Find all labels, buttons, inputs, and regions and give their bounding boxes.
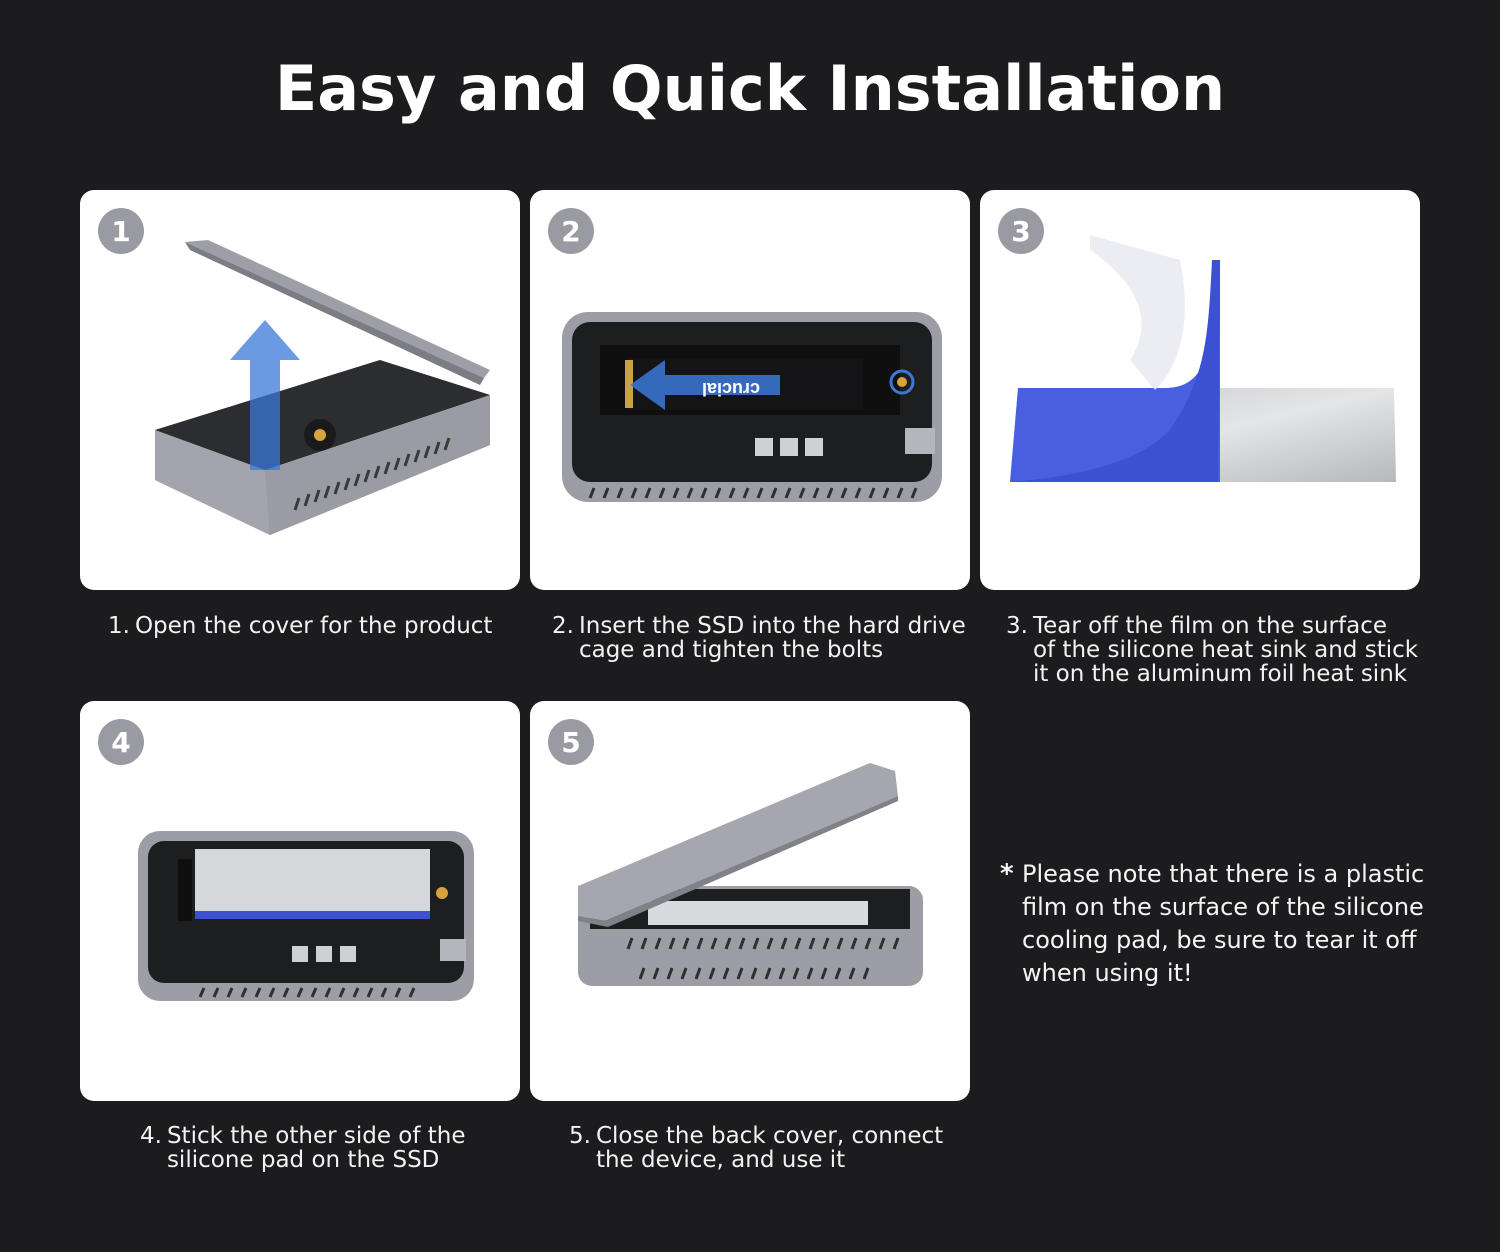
step-number: 5. bbox=[569, 1123, 591, 1149]
step-number: 4. bbox=[140, 1123, 162, 1149]
step-number-badge: 4 bbox=[98, 719, 144, 765]
note-text: Please note that there is a plastic film… bbox=[1022, 860, 1425, 987]
step-number: 2. bbox=[552, 613, 574, 639]
asterisk-icon: * bbox=[1000, 859, 1014, 889]
peel-film-illustration bbox=[1010, 235, 1396, 482]
ssd-insert-illustration: crucial bbox=[562, 312, 942, 502]
step-5-card: 5 bbox=[530, 701, 970, 1101]
step-3-caption: 3. Tear off the film on the surface of t… bbox=[1006, 614, 1418, 686]
step-number-badge: 1 bbox=[98, 208, 144, 254]
step-text: Insert the SSD into the hard drive cage … bbox=[578, 613, 966, 663]
film-warning-note: * Please note that there is a plastic fi… bbox=[1000, 858, 1440, 990]
step-2-caption: 2. Insert the SSD into the hard drive ca… bbox=[552, 614, 966, 662]
page-title: Easy and Quick Installation bbox=[274, 52, 1226, 125]
step-3-card: 3 bbox=[980, 190, 1420, 590]
step-number-badge: 5 bbox=[548, 719, 594, 765]
step-4-card: 4 bbox=[80, 701, 520, 1101]
step-text: Stick the other side of the silicone pad… bbox=[166, 1123, 466, 1173]
step-number: 1. bbox=[108, 613, 130, 639]
step-number-badge: 3 bbox=[998, 208, 1044, 254]
step-text: Close the back cover, connect the device… bbox=[595, 1123, 944, 1173]
step-1-caption: 1. Open the cover for the product bbox=[108, 614, 492, 638]
step-number: 3. bbox=[1006, 613, 1028, 639]
step-2-card: crucial 2 bbox=[530, 190, 970, 590]
ssd-brand-label: crucial bbox=[702, 379, 760, 399]
close-cover-illustration bbox=[578, 763, 923, 986]
step-number-badge: 2 bbox=[548, 208, 594, 254]
step-text: Tear off the film on the surface of the … bbox=[1032, 613, 1419, 687]
step-text: Open the cover for the product bbox=[134, 613, 493, 639]
step-4-caption: 4. Stick the other side of the silicone … bbox=[140, 1124, 466, 1172]
enclosure-open-illustration bbox=[155, 240, 490, 535]
pad-on-ssd-illustration bbox=[138, 831, 474, 1001]
step-5-caption: 5. Close the back cover, connect the dev… bbox=[569, 1124, 943, 1172]
step-1-card: 1 bbox=[80, 190, 520, 590]
